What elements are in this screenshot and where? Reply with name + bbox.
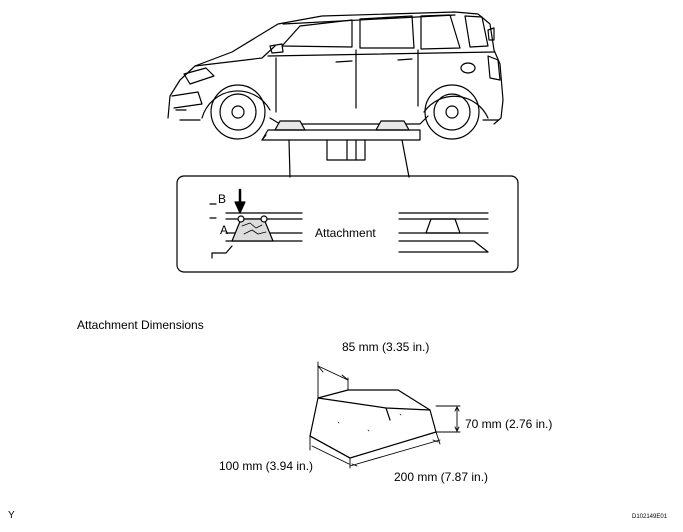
- lift-pads: [274, 120, 410, 131]
- section-title: Attachment Dimensions: [77, 318, 204, 332]
- lift-platform: [261, 129, 421, 161]
- detail-right: [398, 212, 489, 253]
- label-attachment: Attachment: [315, 226, 376, 240]
- dimension-100mm: 100 mm (3.94 in.): [219, 459, 314, 473]
- label-b: B: [218, 192, 227, 206]
- dimension-70mm: 70 mm (2.76 in.): [465, 417, 553, 431]
- attachment-block: [309, 389, 437, 459]
- reference-code: D102149E01: [632, 514, 668, 520]
- dimension-lines: [309, 361, 461, 469]
- vehicle: [167, 11, 504, 140]
- detail-callout-box: [176, 175, 519, 273]
- dimension-85mm: 85 mm (3.35 in.): [342, 340, 430, 354]
- callout-leader-right: [401, 139, 410, 178]
- callout-leader-left: [288, 139, 291, 178]
- label-a: A: [220, 223, 229, 237]
- detail-left: [209, 188, 303, 259]
- dimension-200mm: 200 mm (7.87 in.): [394, 470, 489, 484]
- corner-mark: Y: [8, 510, 15, 521]
